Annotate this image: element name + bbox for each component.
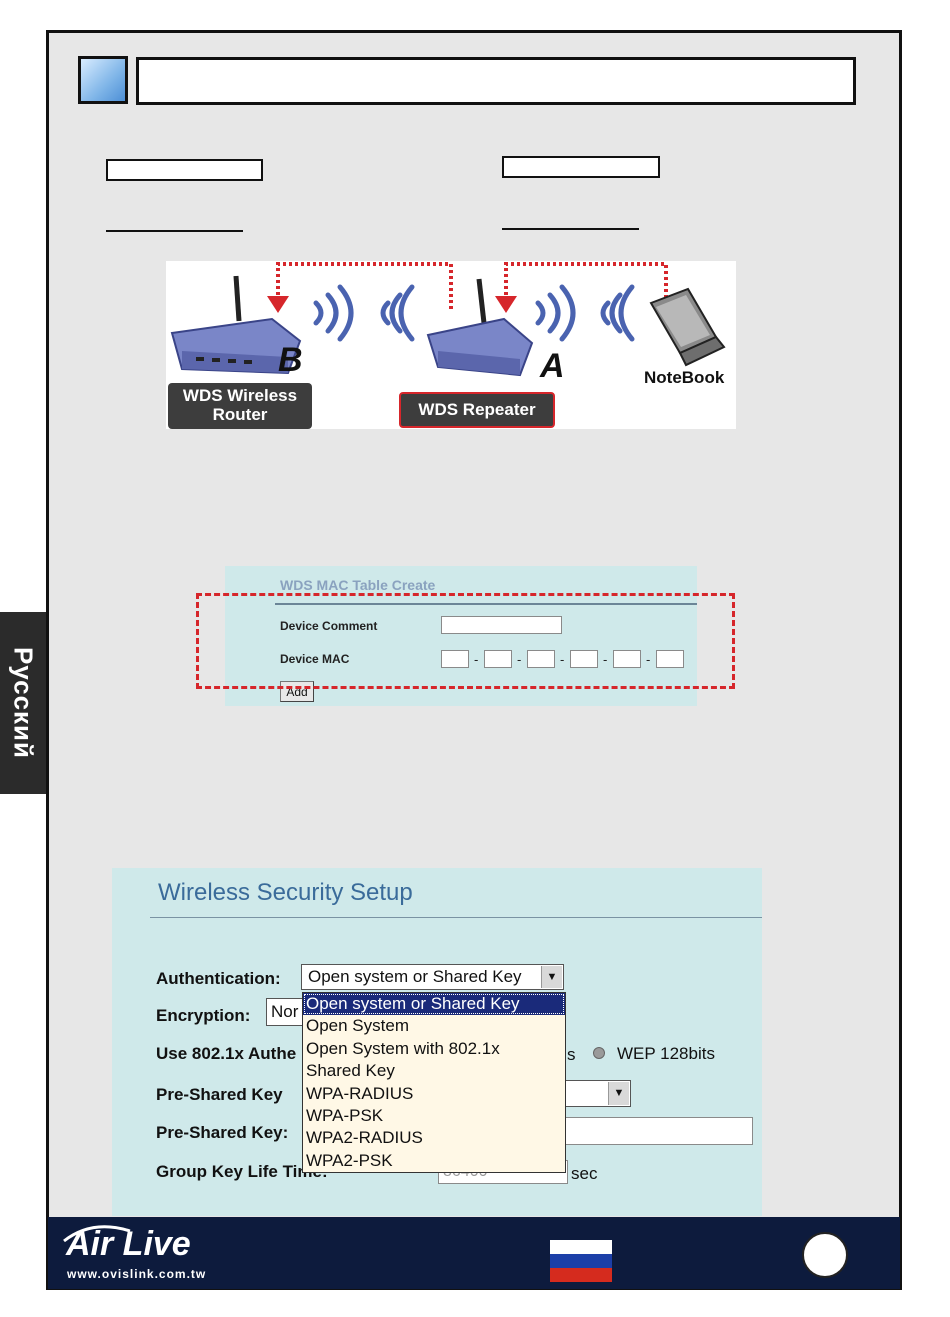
dropdown-option[interactable]: WPA-RADIUS xyxy=(306,1083,414,1103)
dropdown-option[interactable]: Open System xyxy=(306,1016,409,1036)
encryption-select[interactable]: Nor xyxy=(266,998,306,1026)
header-icon-square xyxy=(78,56,128,104)
repeater-label: WDS Repeater xyxy=(399,392,555,428)
wds-mac-divider xyxy=(275,603,697,605)
notebook-label: NoteBook xyxy=(644,368,725,387)
dropdown-option[interactable]: Open system or Shared Key xyxy=(303,993,565,1016)
group-key-label: Group Key Life Time: xyxy=(156,1162,328,1181)
mac-octet-4-input[interactable] xyxy=(570,650,598,668)
dropdown-option[interactable]: WPA2-RADIUS xyxy=(306,1128,423,1148)
psk-label-text: Pre-Shared Key: xyxy=(156,1123,289,1142)
sec-unit-label: sec xyxy=(571,1164,598,1183)
mac-separator: - xyxy=(560,652,565,667)
highlight-dashed-outline xyxy=(196,593,735,689)
logo-url: www.ovislink.com.tw xyxy=(67,1267,207,1281)
wds-mac-panel: WDS MAC Table Create Device Comment Devi… xyxy=(225,566,697,706)
header-title-bar xyxy=(136,57,856,105)
device-comment-label: Device Comment xyxy=(280,619,378,633)
dropdown-option[interactable]: Shared Key xyxy=(306,1061,395,1081)
mac-separator: - xyxy=(646,652,651,667)
mac-separator: - xyxy=(603,652,608,667)
wds-mac-title: WDS MAC Table Create xyxy=(280,577,436,593)
encryption-label: Encryption: xyxy=(156,1006,251,1025)
footer-bar: Air Live www.ovislink.com.tw xyxy=(48,1217,900,1289)
page-number-circle xyxy=(802,1232,848,1278)
use-8021x-label: Use 802.1x Authe xyxy=(156,1044,297,1063)
dropdown-option[interactable]: WPA2-PSK xyxy=(306,1150,393,1170)
router-letter: B xyxy=(278,341,303,379)
chevron-down-icon[interactable]: ▼ xyxy=(608,1082,629,1105)
label-box-right xyxy=(502,156,660,178)
label-line-left xyxy=(106,230,243,232)
mac-separator: - xyxy=(517,652,522,667)
router-label-line1: WDS Wireless xyxy=(182,386,298,405)
router-label: WDS Wireless Router xyxy=(168,383,312,429)
chevron-down-icon[interactable]: ▼ xyxy=(541,966,562,988)
mac-separator: - xyxy=(474,652,479,667)
wep-128-label: WEP 128bits xyxy=(617,1044,715,1063)
psk-input[interactable] xyxy=(564,1117,753,1145)
wep-128-radio[interactable] xyxy=(593,1047,605,1059)
dropdown-option[interactable]: WPA-PSK xyxy=(306,1105,384,1125)
mac-octet-5-input[interactable] xyxy=(613,650,641,668)
wds-diagram: B A WDS Wireless Router WDS Repeater Not… xyxy=(166,261,736,429)
mac-octet-3-input[interactable] xyxy=(527,650,555,668)
label-box-left xyxy=(106,159,263,181)
repeater-letter: A xyxy=(540,347,565,385)
wds-diagram-graphic xyxy=(170,262,726,377)
logo-swoosh-icon xyxy=(63,1225,131,1243)
dropdown-option[interactable]: Open System with 802.1x xyxy=(306,1038,500,1058)
wireless-security-title: Wireless Security Setup xyxy=(158,879,413,906)
wireless-security-divider xyxy=(150,917,762,918)
authentication-dropdown-list[interactable]: Open system or Shared Key Open System Op… xyxy=(302,992,566,1173)
partial-text: s xyxy=(567,1045,576,1064)
language-side-tab: Русский xyxy=(0,612,46,794)
label-line-right xyxy=(502,228,639,230)
psk-type-select[interactable]: ▼ xyxy=(564,1080,631,1107)
mac-octet-6-input[interactable] xyxy=(656,650,684,668)
encryption-value: Nor xyxy=(271,1002,299,1021)
language-label: Русский xyxy=(8,646,39,760)
device-comment-input[interactable] xyxy=(441,616,562,634)
psk-label: Pre-Shared Key: xyxy=(156,1123,288,1143)
authentication-label: Authentication: xyxy=(156,969,281,988)
mac-octet-1-input[interactable] xyxy=(441,650,469,668)
authentication-value: Open system or Shared Key xyxy=(308,967,522,986)
authentication-select[interactable]: Open system or Shared Key ▼ xyxy=(301,964,564,990)
device-mac-label: Device MAC xyxy=(280,652,350,666)
mac-octet-2-input[interactable] xyxy=(484,650,512,668)
russian-flag-icon xyxy=(550,1240,612,1282)
psk-type-label: Pre-Shared Key xyxy=(156,1085,283,1104)
airlive-logo: Air Live xyxy=(66,1225,191,1263)
router-label-line2: Router xyxy=(212,405,268,424)
